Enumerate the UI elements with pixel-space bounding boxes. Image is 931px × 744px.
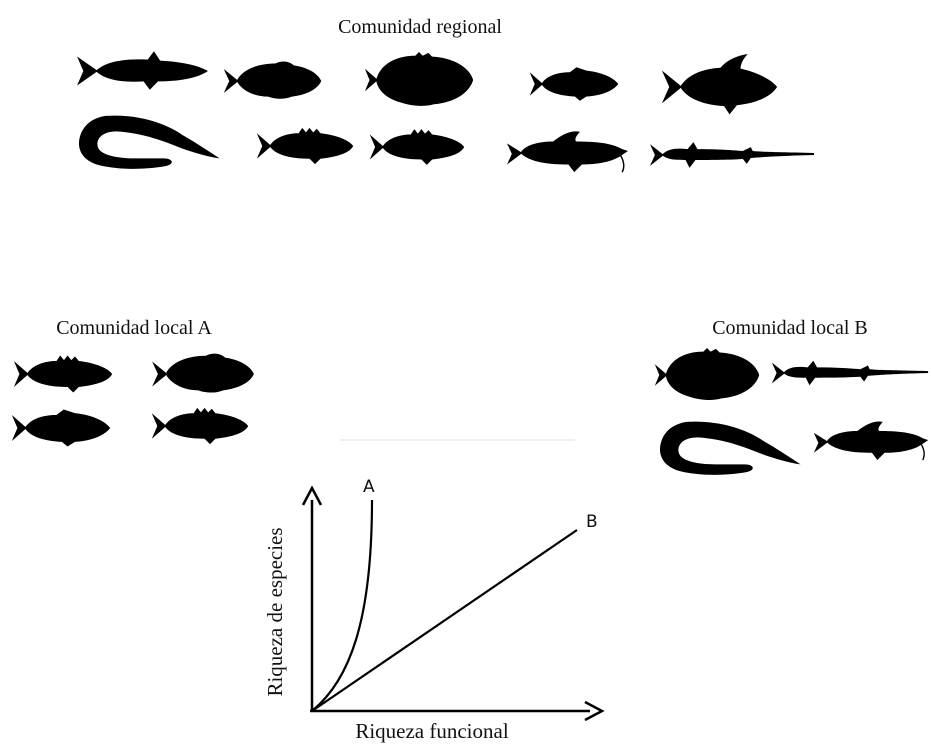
sculpin-silhouette-icon xyxy=(364,52,474,106)
perch-silhouette-icon xyxy=(256,127,354,165)
x-axis-arrowhead xyxy=(584,700,605,722)
local-community-b-title: Comunidad local B xyxy=(712,317,868,339)
eel-silhouette-icon xyxy=(78,115,220,169)
y-axis-arrowhead xyxy=(301,485,323,506)
sunfish-silhouette-icon xyxy=(152,353,254,393)
curve-b xyxy=(311,529,578,712)
x-axis-title: Riqueza funcional xyxy=(355,719,509,743)
perch-silhouette-icon xyxy=(13,355,113,393)
local-community-b-fish xyxy=(654,348,929,475)
eel-silhouette-icon xyxy=(659,421,801,475)
carp-silhouette-icon xyxy=(661,54,778,115)
curve-b-label: B xyxy=(586,512,598,532)
curve-a xyxy=(311,499,374,712)
perch-silhouette-icon xyxy=(369,129,465,165)
minnow-silhouette-icon xyxy=(77,51,208,90)
richness-graph: A B Riqueza de especies Riqueza funciona… xyxy=(263,477,605,743)
local-community-a-title: Comunidad local A xyxy=(56,317,212,339)
sculpin-silhouette-icon xyxy=(654,348,760,400)
sunfish-silhouette-icon xyxy=(223,61,322,99)
gar-silhouette-icon xyxy=(649,142,815,168)
catfish-silhouette-icon xyxy=(506,130,629,173)
bass-silhouette-icon xyxy=(11,409,111,447)
curve-a-label: A xyxy=(363,477,375,497)
perch-silhouette-icon xyxy=(151,407,249,445)
gar-silhouette-icon xyxy=(771,360,929,386)
catfish-silhouette-icon xyxy=(813,420,929,461)
bass-silhouette-icon xyxy=(529,67,619,101)
regional-community-title: Comunidad regional xyxy=(338,16,502,38)
y-axis-title: Riqueza de especies xyxy=(263,527,287,696)
regional-community-fish xyxy=(77,51,815,173)
local-community-a-fish xyxy=(11,353,254,447)
